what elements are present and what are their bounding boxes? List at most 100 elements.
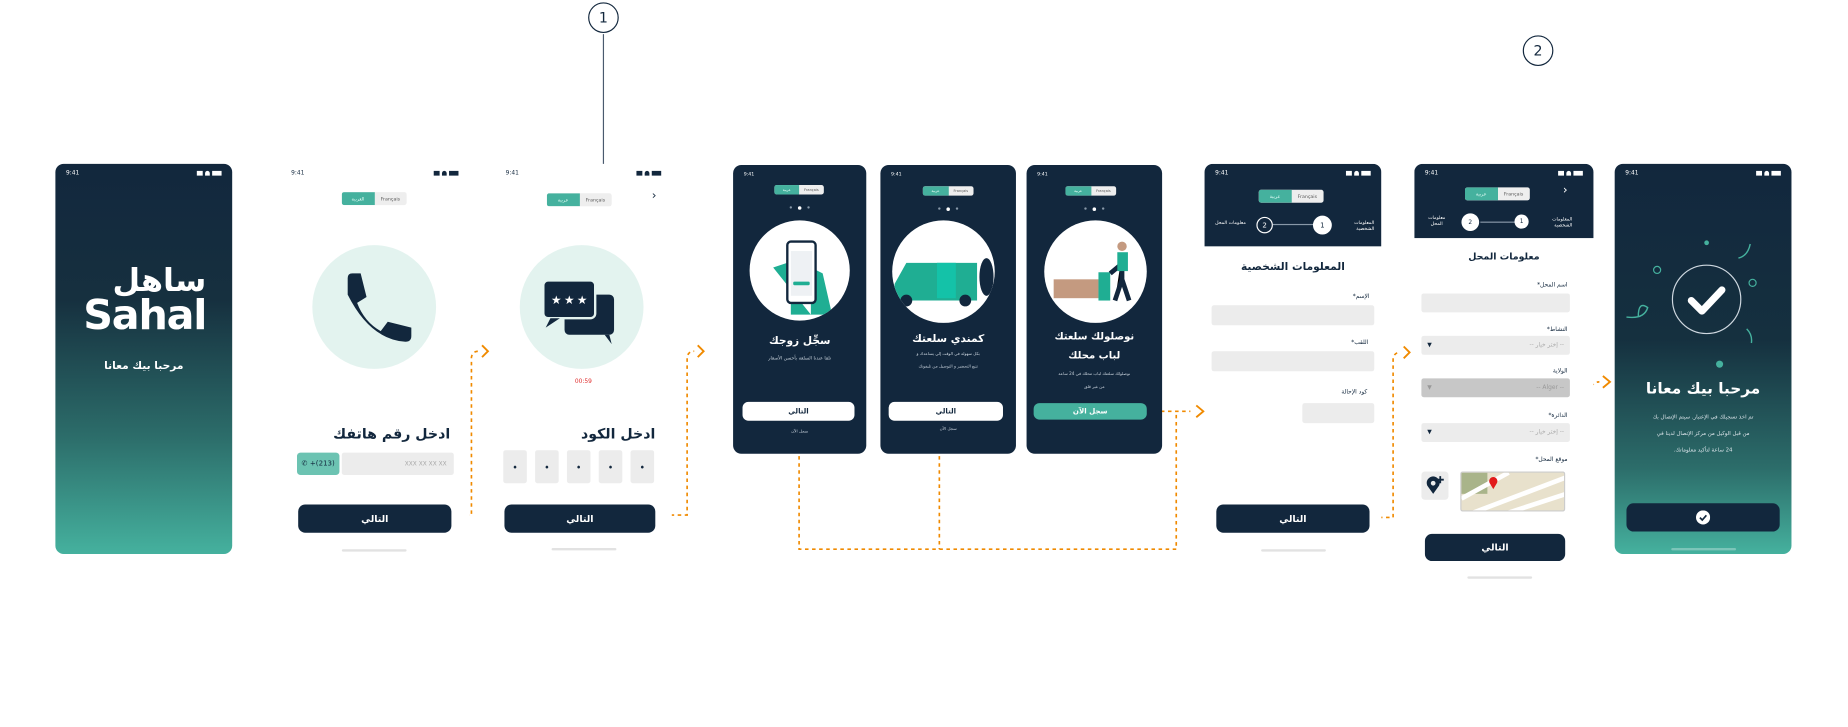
otp-digit[interactable]: • bbox=[598, 450, 623, 484]
otp-digit[interactable]: • bbox=[503, 450, 527, 484]
register-now-button[interactable]: سجل الآن bbox=[1033, 403, 1147, 420]
arrow-icon bbox=[481, 344, 490, 358]
country-code-selector[interactable]: ✆+(213) bbox=[297, 452, 340, 475]
otp-timer: 00:59 bbox=[574, 378, 592, 386]
lang-french[interactable]: Français bbox=[1503, 190, 1524, 197]
onboarding-subtitle-line1: بكل سهولة في الوقت إلي يساعدك و bbox=[916, 351, 980, 356]
confirm-button[interactable] bbox=[1626, 503, 1780, 532]
lang-arabic[interactable]: عربية bbox=[546, 193, 580, 207]
status-icons bbox=[636, 170, 662, 176]
success-message-line1: تم اخذ تسجيلك في الإعتبار. سيتم الإتصال … bbox=[1652, 414, 1754, 421]
onboarding-title-line1: نوصلولك سلعتك bbox=[1054, 331, 1135, 343]
lang-arabic[interactable]: عربية bbox=[1464, 187, 1498, 201]
next-button[interactable]: التالي bbox=[1216, 504, 1370, 533]
status-icons bbox=[1756, 170, 1781, 176]
chevron-right-icon[interactable]: › bbox=[1562, 183, 1568, 197]
onboarding-subtitle-line2: تتبع التحضير و التوصيل من تليفونك bbox=[918, 364, 978, 369]
phone-hand-illustration bbox=[749, 220, 850, 321]
next-button[interactable]: التالي bbox=[888, 401, 1003, 421]
map-thumbnail bbox=[1461, 472, 1565, 511]
wilaya-select[interactable]: ▼-- Alger -- bbox=[1421, 378, 1570, 398]
welcome-text: مرحبا بيك معانا bbox=[104, 360, 184, 373]
phone-icon bbox=[347, 273, 412, 342]
home-indicator bbox=[341, 549, 407, 552]
activity-label: النشاط* bbox=[1546, 326, 1568, 334]
success-illustration bbox=[1626, 240, 1757, 368]
splash-screen: 9:41 ساهل Sahal مرحبا بيك معانا bbox=[55, 163, 233, 554]
shop-name-input[interactable] bbox=[1421, 293, 1570, 313]
arrow-icon bbox=[1403, 345, 1411, 359]
step-2: 2 bbox=[1256, 216, 1273, 234]
lang-french[interactable]: Français bbox=[1096, 188, 1111, 194]
first-name-input[interactable] bbox=[1211, 305, 1375, 326]
language-toggle[interactable]: عربية Français bbox=[922, 186, 974, 196]
chat-stars-icon: ★★★ bbox=[542, 279, 615, 345]
arrow-icon bbox=[1195, 404, 1205, 418]
language-toggle[interactable]: عربية Français bbox=[546, 193, 612, 207]
stepper-line bbox=[1480, 221, 1516, 223]
language-toggle[interactable]: عربية Français bbox=[1065, 186, 1117, 196]
step-1: 1 bbox=[1312, 215, 1332, 235]
next-button[interactable]: التالي bbox=[298, 504, 452, 533]
last-name-input[interactable] bbox=[1211, 351, 1375, 372]
smartphone-icon bbox=[773, 240, 833, 315]
svg-text:★: ★ bbox=[577, 293, 588, 307]
otp-title: ادخل الكود bbox=[580, 425, 656, 442]
daira-select[interactable]: ▼-- إختر خيار -- bbox=[1421, 423, 1570, 442]
dropdown-arrow-icon: ▼ bbox=[1427, 341, 1432, 349]
otp-input[interactable]: • • • • • bbox=[503, 450, 655, 484]
next-button[interactable]: التالي bbox=[1424, 533, 1566, 562]
location-map[interactable] bbox=[1460, 471, 1566, 512]
step-1: 1 bbox=[1514, 214, 1529, 229]
lang-arabic[interactable]: عربية bbox=[922, 186, 949, 196]
referral-code-label: كود الإحالة bbox=[1341, 388, 1368, 397]
next-button[interactable]: التالي bbox=[504, 504, 656, 533]
phone-input[interactable]: XXX XX XX XX bbox=[341, 452, 454, 475]
chevron-right-icon[interactable]: › bbox=[651, 189, 657, 203]
svg-text:★: ★ bbox=[551, 293, 562, 307]
register-now-link[interactable]: سجل الآن bbox=[791, 429, 809, 434]
lang-arabic[interactable]: عربية bbox=[1258, 189, 1292, 203]
language-toggle[interactable]: عربية Français bbox=[1464, 187, 1530, 201]
success-title: مرحبا بيك معانا bbox=[1645, 380, 1761, 399]
language-toggle[interactable]: عربية Français bbox=[774, 185, 824, 195]
otp-illustration: ★★★ bbox=[519, 245, 644, 369]
dropdown-arrow-icon: ▼ bbox=[1427, 384, 1432, 392]
onboarding-subtitle-line1: نوصلولك سلعتك لباب محلك في 24 ساعة bbox=[1058, 371, 1131, 376]
lang-french[interactable]: Français bbox=[380, 195, 401, 202]
language-toggle[interactable]: عربية Français bbox=[1258, 189, 1324, 203]
pallet-jack-icon bbox=[1053, 241, 1132, 302]
otp-digit[interactable]: • bbox=[535, 450, 559, 484]
status-time: 9:41 bbox=[66, 169, 80, 177]
lang-arabic[interactable]: عربية bbox=[1065, 186, 1091, 196]
arrow-icon bbox=[1602, 375, 1612, 389]
otp-digit[interactable]: • bbox=[630, 450, 655, 484]
last-name-label: اللقب* bbox=[1351, 339, 1369, 347]
status-icons bbox=[196, 170, 222, 176]
lang-arabic[interactable]: العربية bbox=[341, 192, 375, 206]
phone-title: ادخل رقم هاتفك bbox=[333, 425, 451, 442]
arrow-icon bbox=[697, 344, 705, 358]
onboarding-subtitle-line2: من غير قلق bbox=[1084, 384, 1105, 389]
callout-1: 1 bbox=[588, 2, 619, 34]
lang-french[interactable]: Français bbox=[1297, 193, 1318, 200]
step-1-label: المعلومات الشخصية bbox=[1354, 219, 1375, 232]
lang-french[interactable]: Français bbox=[585, 196, 606, 203]
register-now-link[interactable]: سجل الآن bbox=[939, 426, 957, 432]
otp-digit[interactable]: • bbox=[566, 450, 591, 484]
activity-select[interactable]: ▼-- إختر خيار -- bbox=[1421, 335, 1570, 355]
add-location-button[interactable] bbox=[1421, 471, 1449, 500]
lang-french[interactable]: Français bbox=[953, 188, 969, 194]
next-button[interactable]: التالي bbox=[742, 401, 855, 421]
lang-arabic[interactable]: عربية bbox=[774, 185, 800, 195]
map-pin-plus-icon bbox=[1426, 476, 1444, 494]
language-toggle[interactable]: العربية Français bbox=[341, 192, 407, 206]
step-1-label: المعلومات الشخصية bbox=[1552, 215, 1573, 228]
referral-code-input[interactable] bbox=[1302, 403, 1375, 424]
lang-french[interactable]: Français bbox=[804, 187, 819, 193]
stepper-line bbox=[1272, 223, 1321, 226]
